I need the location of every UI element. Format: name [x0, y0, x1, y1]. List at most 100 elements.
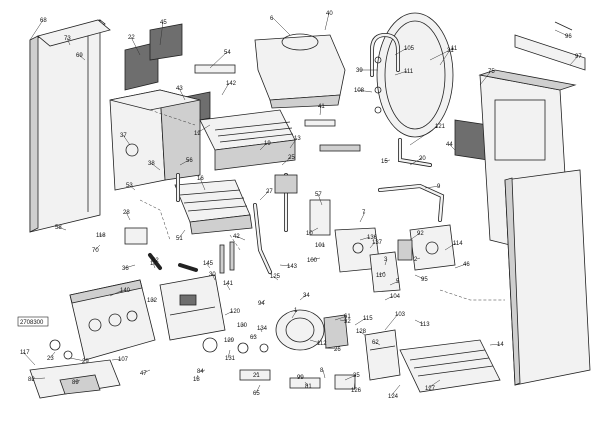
- leader-line: [259, 142, 268, 151]
- leader-line: [427, 379, 441, 389]
- part-number-label: 54: [224, 50, 231, 56]
- leader-line: [299, 294, 307, 301]
- part-number-label: 75: [488, 69, 495, 75]
- leader-line: [394, 70, 408, 76]
- part-number-label: 34: [303, 293, 310, 299]
- fan-hood: [254, 33, 346, 109]
- part-number-label: 101: [315, 243, 326, 249]
- leader-line: [309, 339, 321, 344]
- leader-line: [359, 236, 371, 241]
- leader-line: [334, 315, 348, 321]
- part-number-label: 73: [64, 36, 71, 42]
- part-number-label: 113: [420, 322, 430, 328]
- leader-line: [390, 384, 401, 397]
- part-number-label: 11: [451, 46, 458, 52]
- leader-line: [291, 309, 298, 319]
- part-number-label: 31: [447, 48, 454, 54]
- part-number-label: 96: [565, 34, 572, 40]
- leader-line: [308, 227, 319, 234]
- leader-line: [154, 259, 161, 266]
- part-number-label: 137: [372, 240, 383, 246]
- leader-line: [414, 274, 425, 280]
- leader-line: [383, 159, 391, 162]
- leader-line: [309, 257, 321, 261]
- leader-line: [260, 299, 266, 304]
- part-number-label: 140: [120, 288, 131, 294]
- part-number-label: 46: [463, 262, 470, 268]
- part-number-label: 121: [435, 124, 446, 130]
- part-number-label: 108: [354, 88, 365, 94]
- leader-line: [384, 258, 388, 266]
- part-number-label: 25: [288, 155, 295, 161]
- leader-line: [569, 55, 579, 66]
- leader-line: [259, 327, 263, 333]
- leader-line: [78, 54, 86, 61]
- leader-line: [124, 264, 136, 269]
- leader-line: [279, 264, 291, 267]
- leader-line: [142, 369, 151, 374]
- part-number-label: 130: [237, 323, 248, 329]
- part-number-label: 36: [122, 266, 129, 272]
- part-number-label: 1: [294, 308, 298, 314]
- part-number-label: 97: [575, 54, 582, 60]
- leader-line: [354, 317, 367, 326]
- leader-line: [317, 193, 323, 206]
- front-fascia: [29, 359, 121, 399]
- part-number-label: 42: [233, 234, 240, 240]
- leader-line: [150, 162, 161, 171]
- combustion-chamber: [109, 89, 201, 191]
- circuit-board: [159, 274, 226, 341]
- leader-line: [259, 190, 270, 201]
- electrodes: [219, 174, 298, 274]
- small-fittings: [49, 56, 382, 390]
- part-number-label: 57: [315, 192, 322, 198]
- leader-line: [178, 87, 186, 101]
- part-number-label: 118: [96, 233, 106, 239]
- expansion-vessel: [370, 12, 454, 138]
- leader-line: [384, 313, 399, 331]
- leader-line: [322, 369, 326, 379]
- leader-line: [130, 36, 141, 56]
- part-number-label: 21: [253, 373, 260, 379]
- part-number-label: 26: [334, 347, 341, 353]
- wall-bracket: [514, 21, 586, 71]
- part-number-label: 20: [419, 156, 426, 162]
- part-number-label: 2: [414, 257, 418, 263]
- assembly-lines: [139, 109, 505, 301]
- leader-line: [389, 280, 400, 286]
- part-number-label: 103: [395, 312, 406, 318]
- part-number-label: 145: [203, 261, 214, 267]
- leader-line: [304, 381, 309, 387]
- leader-line: [378, 271, 386, 276]
- part-number-label: 104: [390, 294, 401, 300]
- part-number-label: 81: [305, 384, 312, 390]
- leader-line: [439, 49, 451, 66]
- part-number-label: 30: [209, 272, 216, 278]
- leader-line: [289, 137, 298, 149]
- leader-line: [29, 19, 44, 41]
- part-number-label: 44: [446, 142, 453, 148]
- leader-line: [125, 211, 131, 221]
- leader-line: [199, 369, 206, 372]
- leader-line: [424, 185, 441, 189]
- leader-line: [356, 89, 373, 93]
- leader-line: [195, 374, 199, 380]
- part-number-label: 53: [126, 183, 133, 189]
- part-number-label: 22: [128, 35, 135, 41]
- leader-line: [384, 295, 394, 301]
- leader-line: [369, 241, 376, 249]
- part-number-label: 99: [297, 375, 304, 381]
- leader-line: [235, 235, 246, 241]
- drip-tray: [399, 339, 501, 393]
- front-casing-panel: [29, 19, 111, 233]
- part-number-label: 84: [197, 369, 204, 375]
- leader-line: [374, 341, 381, 346]
- part-number-label: 58: [55, 225, 62, 231]
- control-panel: [69, 279, 156, 361]
- part-number-label: 95: [421, 277, 428, 283]
- part-number-label: 29: [82, 359, 89, 365]
- part-number-label: 62: [372, 340, 379, 346]
- part-number-label: 69: [76, 53, 83, 59]
- part-number-label: 43: [176, 86, 183, 92]
